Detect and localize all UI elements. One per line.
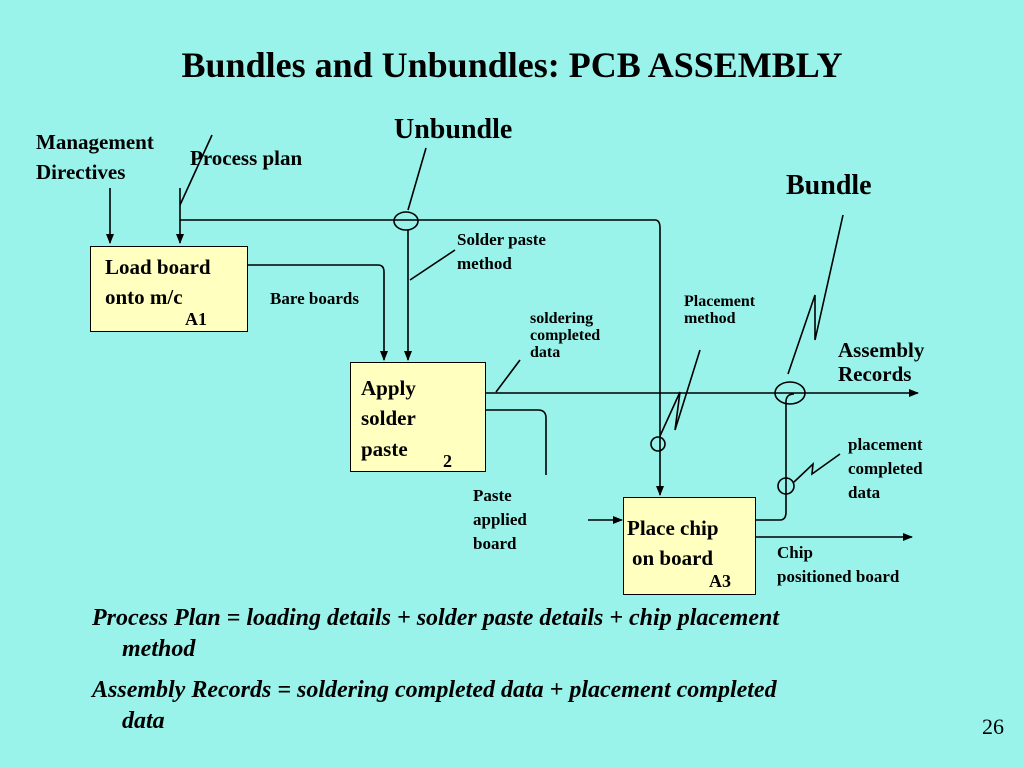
a2-id: 2 <box>443 451 452 471</box>
placement-completed-label-line2: completed <box>848 459 923 478</box>
soldering-data-label-line2: completed <box>530 327 601 344</box>
bundle-label: Bundle <box>786 170 872 201</box>
a2-label-line2: solder <box>361 406 416 430</box>
a1-label-line2: onto m/c <box>105 285 183 309</box>
soldering-data-callout <box>495 359 521 393</box>
chip-positioned-label-line1: Chip <box>777 543 813 562</box>
slide-title: Bundles and Unbundles: PCB ASSEMBLY <box>181 45 843 85</box>
assembly-records-label-line1: Assembly <box>838 338 925 362</box>
placement-completed-label-line3: data <box>848 483 881 502</box>
process-plan-callout <box>179 134 213 206</box>
activity-box-a2: Apply solder paste 2 <box>350 362 486 472</box>
assembly-records-equation-line1: Assembly Records = soldering completed d… <box>92 677 777 703</box>
placement-method-label-line1: Placement <box>684 293 756 310</box>
paste-applied-label-line1: Paste <box>473 486 512 505</box>
assembly-records-equation: Assembly Records = soldering completed d… <box>92 675 932 737</box>
placement-completed-circle <box>777 477 795 495</box>
paste-applied-line <box>486 409 547 475</box>
placement-data-callout <box>793 453 841 483</box>
a3-label-line2: on board <box>632 546 714 570</box>
paste-applied-label-line3: board <box>473 534 517 553</box>
chip-positioned-label-line2: positioned board <box>777 567 900 586</box>
placement-completed-line <box>756 393 795 521</box>
a2-label-line1: Apply <box>361 376 416 400</box>
page-number: 26 <box>982 714 1004 739</box>
soldering-data-label-line1: soldering <box>530 310 594 327</box>
process-plan-equation-line1: Process Plan = loading details + solder … <box>92 605 779 631</box>
placement-method-label-line2: method <box>684 310 736 327</box>
placement-completed-label-line1: placement <box>848 435 923 454</box>
placement-method-callout <box>659 349 701 437</box>
management-label-line2: Directives <box>36 160 126 184</box>
process-plan-label: Process plan <box>190 146 303 170</box>
solder-paste-method-label-line1: Solder paste <box>457 230 546 249</box>
management-label-line1: Management <box>36 130 154 154</box>
paste-applied-label-line2: applied <box>473 510 527 529</box>
unbundle-oval <box>393 211 419 231</box>
unbundle-label: Unbundle <box>394 114 513 145</box>
a2-label-line3: paste <box>361 437 408 461</box>
a3-id: A3 <box>709 571 731 591</box>
bare-boards-arrow <box>248 264 388 361</box>
unbundle-callout <box>407 147 427 211</box>
a1-label-line1: Load board <box>105 255 211 279</box>
placement-method-circle <box>650 436 666 452</box>
activity-box-a3: Place chip on board A3 <box>623 497 756 595</box>
a3-label-line1: Place chip <box>627 516 719 540</box>
solder-paste-method-label-line2: method <box>457 254 512 273</box>
process-plan-equation-line2: method <box>122 636 196 662</box>
solder-method-callout <box>409 249 456 281</box>
a1-id: A1 <box>185 309 207 329</box>
bundle-oval <box>774 381 806 405</box>
process-plan-equation: Process Plan = loading details + solder … <box>92 603 932 665</box>
activity-box-a1: Load board onto m/c A1 <box>90 246 248 332</box>
assembly-records-equation-line2: data <box>122 708 165 734</box>
bundle-callout <box>787 214 844 375</box>
assembly-records-label-line2: Records <box>838 362 912 386</box>
soldering-data-label-line3: data <box>530 344 561 361</box>
bare-boards-label: Bare boards <box>270 289 359 308</box>
process-plan-to-a3 <box>654 219 664 496</box>
